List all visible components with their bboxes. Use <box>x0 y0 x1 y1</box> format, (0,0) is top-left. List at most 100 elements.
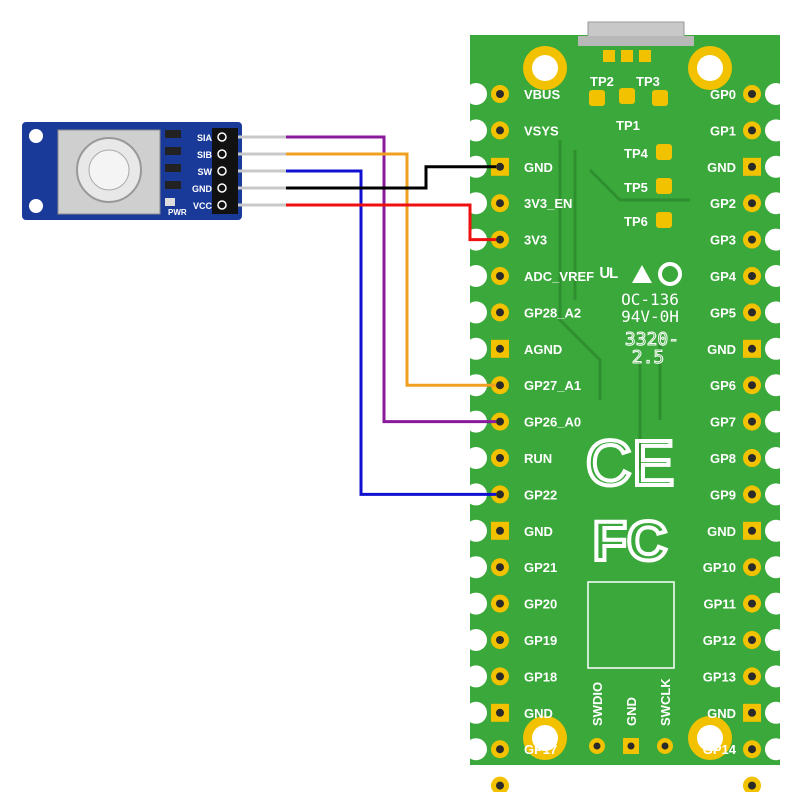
mounting-hole <box>523 46 567 90</box>
ce-mark: CE <box>586 427 675 499</box>
pico-left-pin <box>465 119 509 142</box>
pin-header <box>212 128 238 214</box>
pico-left-pin <box>465 556 509 579</box>
connection-wires <box>286 135 496 496</box>
pico-right-pin-label: GND <box>707 342 736 357</box>
pico-bottom-pin-label: SWDIO <box>590 682 605 726</box>
pico-right-pin <box>743 774 787 797</box>
pico-right-pin-label: GND <box>707 524 736 539</box>
pico-left-pin-label: 3V3 <box>524 233 547 248</box>
left-pin-labels: VBUSVSYSGND3V3_EN3V3ADC_VREFGP28_A2AGNDG… <box>524 87 594 794</box>
pico-left-pin <box>465 83 509 105</box>
module-pins: SIA SIB SW GND VCC <box>192 132 286 211</box>
svg-text:TP3: TP3 <box>636 74 660 89</box>
top-pad <box>621 50 633 62</box>
pico-right-pin-label: GND <box>707 706 736 721</box>
pico-right-pin <box>743 119 787 142</box>
wire-sib-to-gp27_a1 <box>286 152 496 387</box>
module-pin-vcc: VCC <box>193 200 286 211</box>
pico-left-pin <box>465 519 509 542</box>
pico-right-pin <box>743 665 787 688</box>
pico-left-pin <box>465 483 509 506</box>
encoder-knob <box>88 149 130 191</box>
smd-resistor <box>165 181 181 189</box>
pico-left-pin <box>465 265 509 287</box>
pico-right-pin-label: GP9 <box>710 487 736 502</box>
module-pin-sia: SIA <box>197 132 286 143</box>
module-mount-hole <box>29 199 43 213</box>
pico-bottom-pin-label: SWCLK <box>658 678 673 726</box>
date-code-line-1: 3320- <box>625 329 679 350</box>
pico-right-pin <box>743 410 787 433</box>
test-point-tp2: TP2 <box>589 74 614 106</box>
pico-right-pin <box>743 301 787 324</box>
test-point-tp4: TP4 <box>624 144 672 161</box>
module-pin-sib: SIB <box>197 149 286 160</box>
pico-left-pin-label: GND <box>524 524 553 539</box>
wire-sw-to-gp22 <box>286 169 496 496</box>
pico-right-pin-label: GP4 <box>710 269 737 284</box>
pico-right-pin <box>743 337 787 360</box>
svg-text:TP2: TP2 <box>590 74 614 89</box>
module-pin-sw: SW <box>198 166 286 177</box>
right-pin-labels: GP0GP1GNDGP2GP3GP4GP5GNDGP6GP7GP8GP9GNDG… <box>703 87 737 794</box>
wire-gnd-to-gnd <box>286 165 496 190</box>
pico-right-pin-label: GP14 <box>703 742 737 757</box>
pico-right-pin <box>743 629 787 651</box>
pico-right-pin-label: GP13 <box>703 669 736 684</box>
pwr-label: PWR <box>168 208 187 217</box>
marking-line-1: OC-136 <box>621 290 679 309</box>
wire-vcc-to-3v3 <box>286 203 496 242</box>
pico-left-pin <box>465 701 509 724</box>
pico-left-pin-label: ADC_VREF <box>524 269 594 284</box>
pico-left-pin-label: GP16 <box>524 779 557 792</box>
pico-right-pin <box>743 192 787 215</box>
pico-left-pin <box>465 774 509 797</box>
top-pad <box>639 50 651 62</box>
pico-right-pin <box>743 228 787 251</box>
pico-right-pin-label: GP1 <box>710 123 736 138</box>
certification-logo: ᵁᴸ <box>600 262 682 288</box>
pico-right-pin-label: GP7 <box>710 415 736 430</box>
pico-left-pin-label: GP18 <box>524 669 557 684</box>
pico-left-pin-label: 3V3_EN <box>524 196 572 211</box>
pcb-traces <box>558 140 690 470</box>
pico-left-pin-label: GP22 <box>524 487 557 502</box>
right-edge-castellations <box>743 83 787 797</box>
pico-right-pin <box>743 83 787 105</box>
pico-left-pin-label: GP20 <box>524 597 557 612</box>
svg-text:TP1: TP1 <box>616 118 640 133</box>
test-point-tp3: TP3 <box>636 74 668 106</box>
pico-left-pin-label: GP27_A1 <box>524 378 581 393</box>
pico-left-pin <box>465 592 509 615</box>
pico-right-pin <box>743 519 787 542</box>
pico-right-pin-label: GND <box>707 160 736 175</box>
pico-right-pin-label: GP6 <box>710 378 736 393</box>
pico-left-pin-label: GP21 <box>524 560 557 575</box>
test-point-tp6: TP6 <box>624 212 672 229</box>
pico-left-pin-label: GND <box>524 706 553 721</box>
svg-text:SW: SW <box>198 167 213 177</box>
date-code-line-2: 2.5 <box>632 347 665 368</box>
svg-text:TP4: TP4 <box>624 146 649 161</box>
pico-right-pin-label: GP10 <box>703 560 736 575</box>
svg-text:SIB: SIB <box>197 150 213 160</box>
svg-text:GND: GND <box>192 184 213 194</box>
pwr-led <box>165 198 175 206</box>
pico-left-pin <box>465 337 509 360</box>
pico-bottom-pin <box>589 738 605 754</box>
svg-text:TP5: TP5 <box>624 180 648 195</box>
pico-right-pin <box>743 592 787 615</box>
chip-outline <box>587 581 675 669</box>
pico-right-pin <box>743 738 787 761</box>
smd-resistor <box>165 147 181 155</box>
pico-left-pin <box>465 629 509 651</box>
pico-left-pin <box>465 738 509 761</box>
pico-pcb <box>470 35 780 765</box>
smd-resistor <box>165 164 181 172</box>
pico-left-pin <box>465 447 509 469</box>
